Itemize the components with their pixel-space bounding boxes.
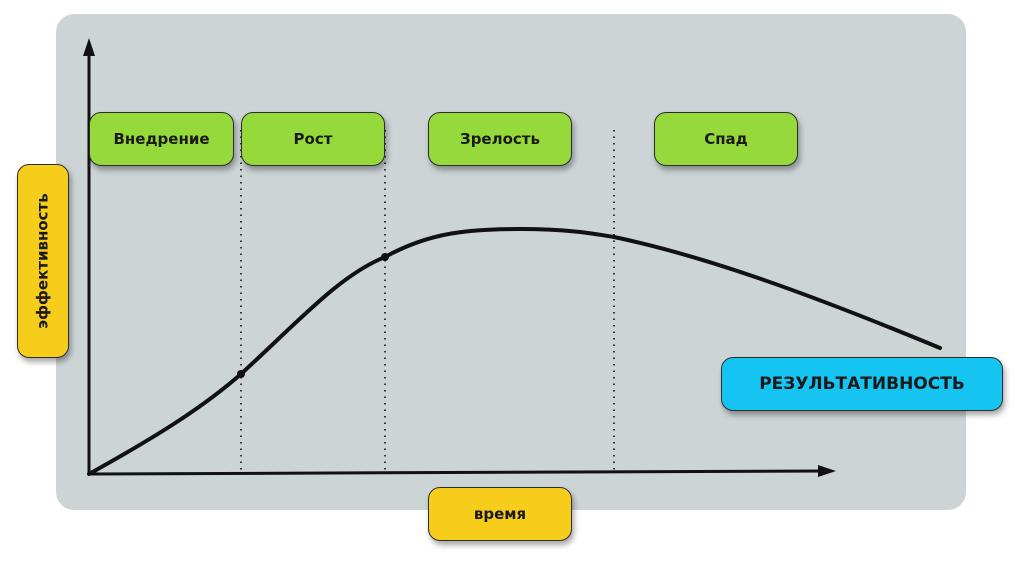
y-axis-label: эффективность: [34, 193, 53, 329]
stage-decline-label: Спад: [704, 130, 748, 148]
stage-decline: Спад: [654, 112, 798, 166]
stage-introduction-label: Внедрение: [113, 130, 210, 148]
stage-introduction: Внедрение: [89, 112, 234, 166]
x-axis-label-box: время: [428, 487, 572, 541]
stage-growth: Рост: [241, 112, 385, 166]
curve-point-maturity-start: [381, 253, 389, 261]
effectiveness-curve: [87, 226, 942, 476]
x-axis-label: время: [473, 505, 527, 523]
x-axis-arrowhead: [818, 465, 836, 477]
curve-label-box: РЕЗУЛЬТАТИВНОСТЬ: [721, 357, 1003, 411]
diagram-background: [56, 14, 966, 510]
y-axis-arrowhead: [83, 38, 95, 56]
curve-point-growth-start: [237, 370, 245, 378]
stage-maturity-label: Зрелость: [460, 130, 540, 148]
y-axis-label-box: эффективность: [17, 164, 69, 358]
stage-maturity: Зрелость: [428, 112, 572, 166]
stage-growth-label: Рост: [293, 130, 333, 148]
x-axis: [88, 469, 823, 476]
curve-label: РЕЗУЛЬТАТИВНОСТЬ: [759, 374, 965, 394]
